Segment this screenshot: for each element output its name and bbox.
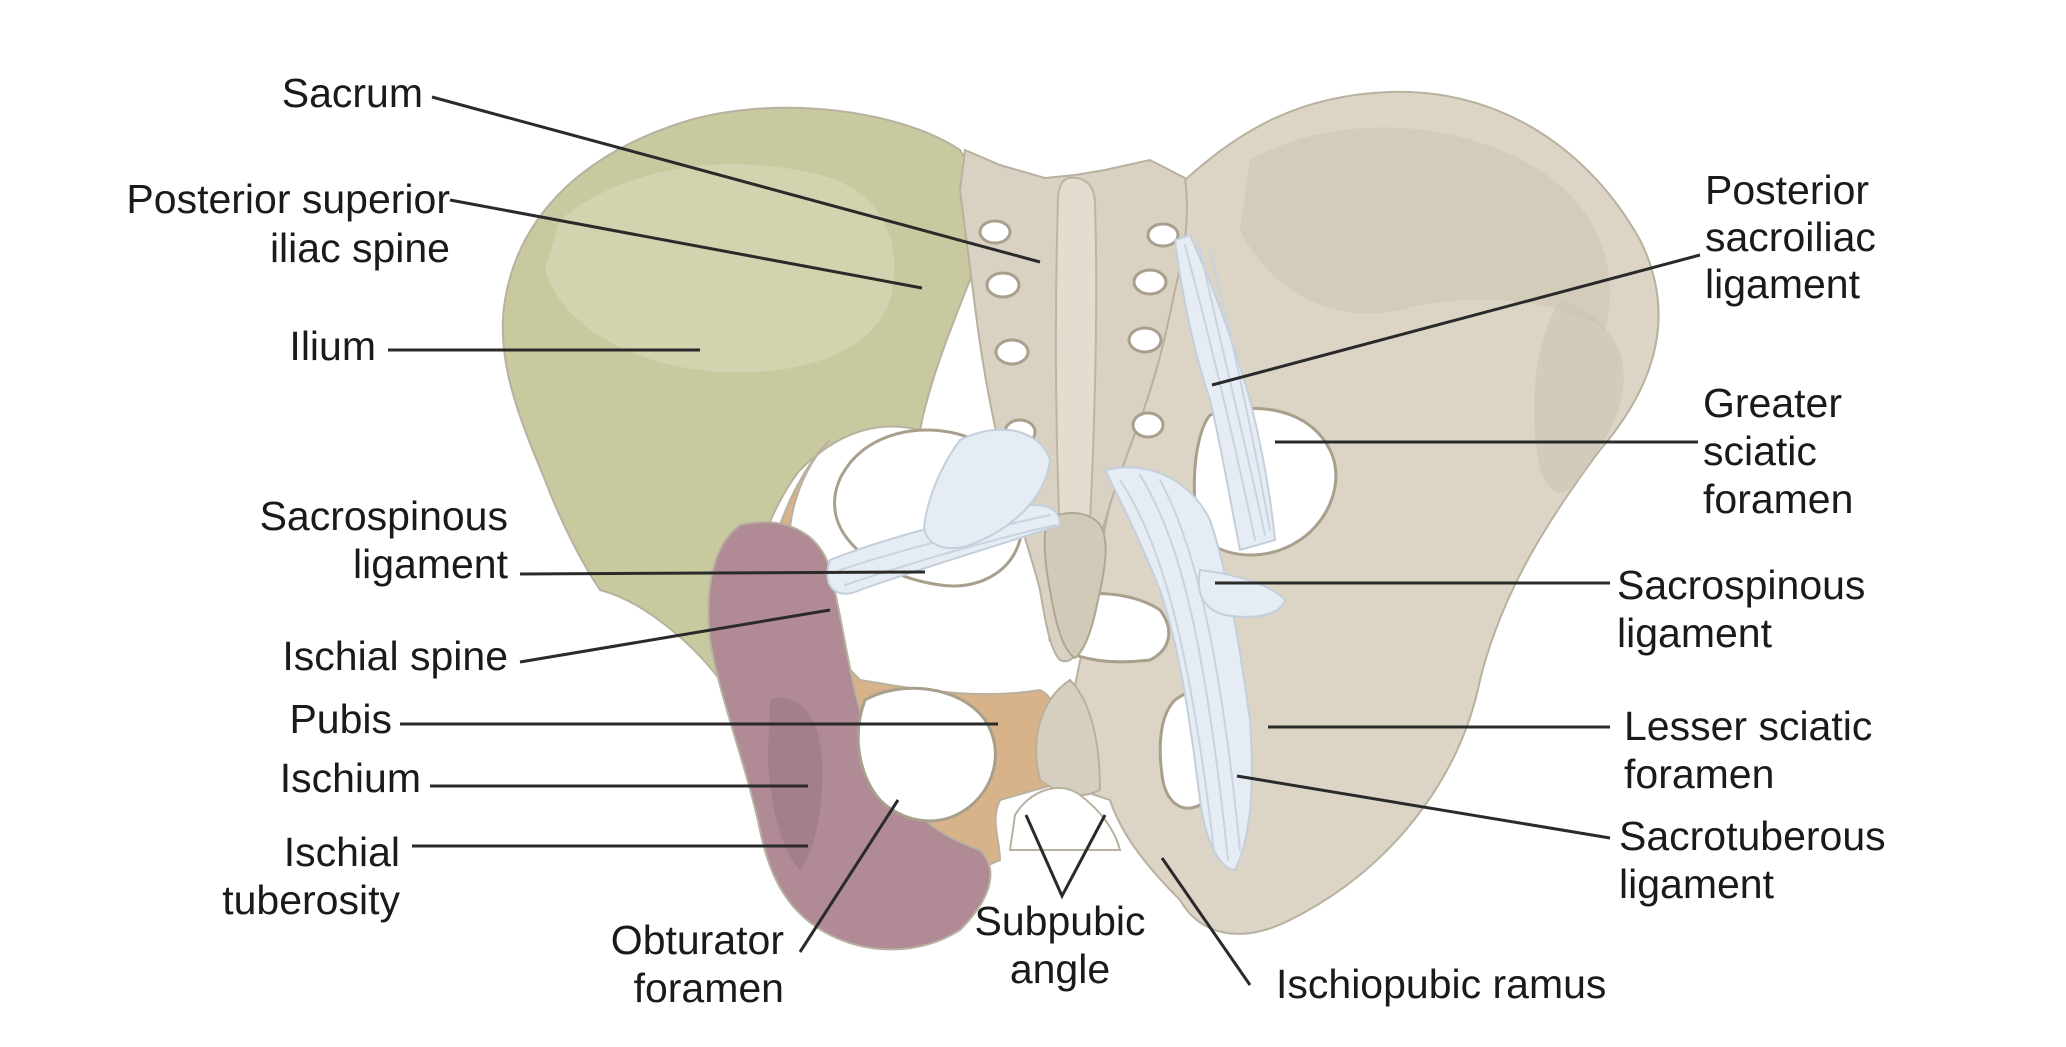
ischial-tuberosity-shade xyxy=(768,698,823,870)
posterior-sacroiliac-ligament xyxy=(1173,233,1277,552)
coccyx xyxy=(1043,512,1107,660)
label-ischiopubic: Ischiopubic ramus xyxy=(1276,961,1606,1007)
label-pubis: Pubis xyxy=(289,696,392,742)
label-subpubic-line2: angle xyxy=(1010,946,1110,992)
label-ilium: Ilium xyxy=(289,323,376,369)
leader-post-sacroiliac xyxy=(1211,253,1701,387)
sacral-foramen-r1 xyxy=(1146,222,1180,248)
label-psis-line1: Posterior superior xyxy=(126,176,450,222)
label-greater-sciatic-line1: Greater xyxy=(1703,380,1842,426)
leader-subpubic xyxy=(1024,814,1107,900)
label-ischium: Ischium xyxy=(280,755,421,801)
label-sacrotuberous-line2: ligament xyxy=(1619,861,1775,907)
label-post-sacroiliac-line1: Posterior xyxy=(1705,167,1869,213)
right-ischium-shade xyxy=(1534,300,1624,493)
label-post-sacroiliac-line3: ligament xyxy=(1705,261,1861,307)
label-lesser-sciatic-line1: Lesser sciatic xyxy=(1624,703,1872,749)
label-sacrospinous-left-line2: ligament xyxy=(353,541,509,587)
leader-sacrum xyxy=(431,95,1041,264)
leader-sacrotuberous xyxy=(1236,774,1611,840)
label-obturator-line1: Obturator xyxy=(611,917,784,963)
label-subpubic-line1: Subpubic xyxy=(975,898,1146,944)
sacral-foramen-r4 xyxy=(1131,411,1165,439)
right-iliac-fossa-shade xyxy=(1240,127,1610,330)
sacrotuberous-ligament-left-shape xyxy=(923,428,1052,550)
sacral-foramen-r2 xyxy=(1132,268,1168,296)
leader-ischiopubic xyxy=(1160,857,1252,986)
leader-lines xyxy=(388,95,1701,986)
sacral-foramen-r3 xyxy=(1127,326,1163,354)
leader-psis xyxy=(449,198,923,290)
label-greater-sciatic-line2: sciatic xyxy=(1703,428,1817,474)
label-post-sacroiliac-line2: sacroiliac xyxy=(1705,214,1876,260)
sacrotuberous-ligament-right-shape xyxy=(1103,466,1253,872)
leader-ischial-spine xyxy=(519,608,831,664)
label-obturator-line2: foramen xyxy=(634,965,784,1011)
label-psis-line2: iliac spine xyxy=(270,225,450,271)
leader-obturator xyxy=(798,799,900,953)
sacral-foramen-l1 xyxy=(978,219,1012,245)
label-sacrum: Sacrum xyxy=(282,70,423,116)
label-ischial-tuberosity-line1: Ischial xyxy=(284,829,400,875)
obturator-foramen-left xyxy=(856,686,997,823)
ilium-highlight xyxy=(545,164,895,373)
label-ischial-spine: Ischial spine xyxy=(282,633,508,679)
label-greater-sciatic-line3: foramen xyxy=(1703,476,1853,522)
leader-sacrospinous-left xyxy=(519,570,926,576)
subpubic-arch xyxy=(1008,786,1122,851)
label-sacrospinous-right-line2: ligament xyxy=(1617,610,1773,656)
label-sacrospinous-left-line1: Sacrospinous xyxy=(260,493,508,539)
sacral-foramen-l3 xyxy=(994,338,1030,366)
label-sacrotuberous-line1: Sacrotuberous xyxy=(1619,813,1886,859)
label-ischial-tuberosity-line2: tuberosity xyxy=(222,877,400,923)
sacral-foramen-l2 xyxy=(985,271,1021,299)
ischium-region xyxy=(707,521,992,951)
label-sacrospinous-right-line1: Sacrospinous xyxy=(1617,562,1865,608)
label-lesser-sciatic-line2: foramen xyxy=(1624,751,1774,797)
